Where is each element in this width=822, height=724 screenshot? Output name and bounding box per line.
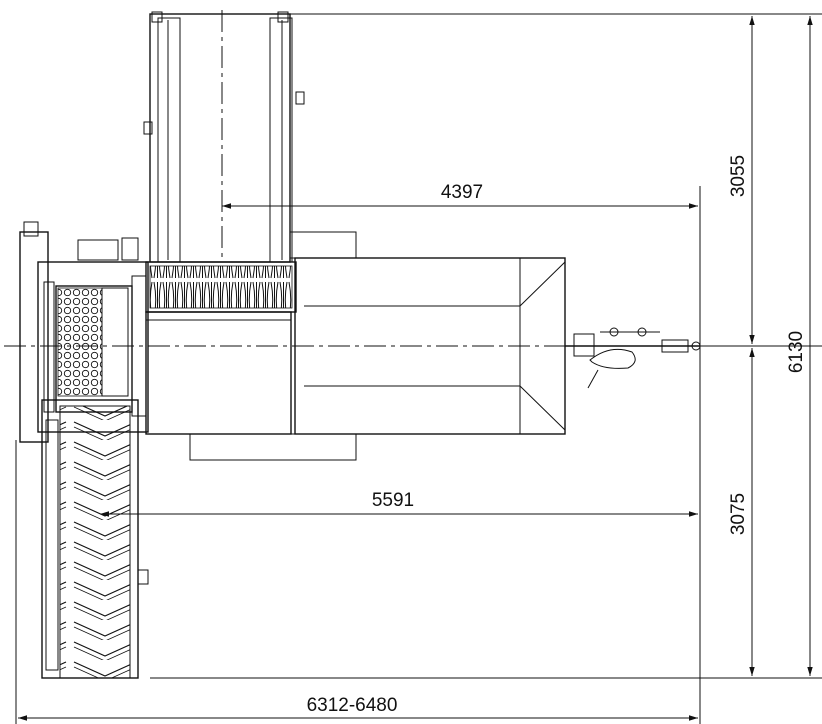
dim-3055-label: 3055 (728, 155, 749, 197)
drawbar-hitch (565, 327, 701, 389)
upper-conveyor-arm (143, 11, 822, 263)
hopper-body (189, 231, 566, 461)
dim-4397-label: 4397 (441, 182, 483, 203)
dim-6130-label: 6130 (786, 331, 807, 373)
centerlines (4, 10, 760, 347)
dim-6312-6480-label: 6312-6480 (307, 695, 398, 716)
dim-5591-label: 5591 (372, 490, 414, 511)
left-housing (19, 221, 149, 443)
dimension-lines (15, 16, 822, 724)
lower-conveyor (41, 399, 149, 679)
brush-roller (145, 261, 297, 435)
dim-3075-label: 3075 (728, 493, 749, 535)
